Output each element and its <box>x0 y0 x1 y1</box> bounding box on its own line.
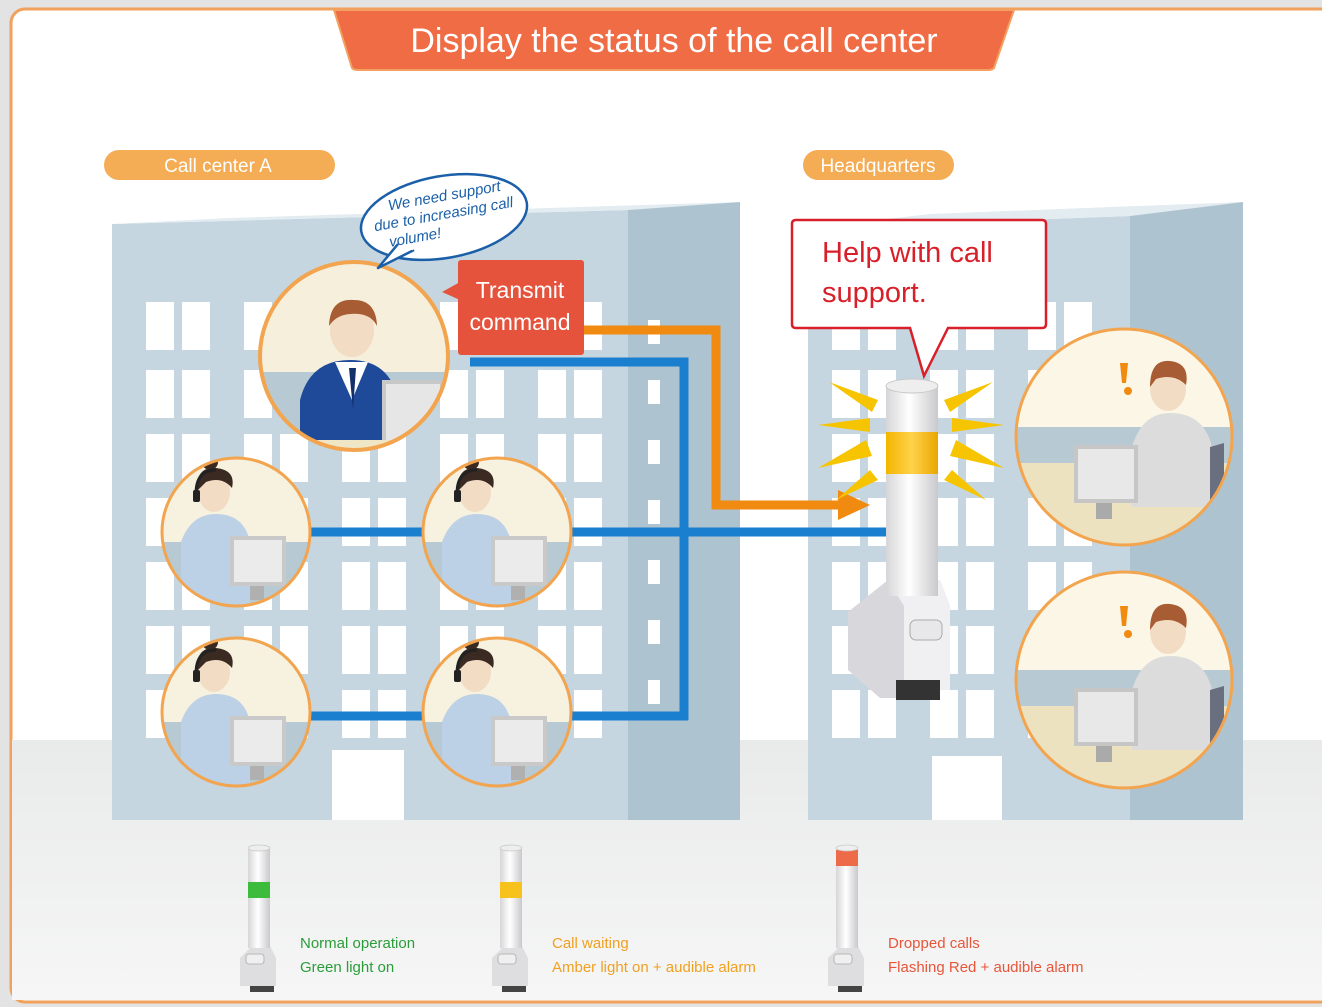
mini-signal-tower-icon <box>828 844 864 992</box>
legend-status-description: Amber light on + audible alarm <box>552 959 756 976</box>
legend-status-description: Green light on <box>300 959 394 976</box>
hq-message-line-2: support. <box>822 277 927 309</box>
mini-signal-tower-icon <box>492 844 528 992</box>
hq-message-box: Help with call support. <box>790 218 1048 380</box>
operator-portrait <box>421 636 573 788</box>
command-line-2: command <box>470 309 571 335</box>
label-headquarters-text: Headquarters <box>820 156 935 177</box>
exclamation-icon <box>1120 606 1128 626</box>
label-call-center: Call center A <box>104 150 335 180</box>
legend-status-label: Call waiting <box>552 935 629 952</box>
network-lines <box>306 357 888 721</box>
legend-status-label: Normal operation <box>300 935 415 952</box>
transmit-command-box: Transmit command <box>442 260 584 355</box>
exclamation-icon <box>1120 363 1128 383</box>
label-call-center-text: Call center A <box>164 156 272 177</box>
title-banner: Display the status of the call center <box>332 9 1016 71</box>
operator-portrait <box>160 636 312 788</box>
legend-status-description: Flashing Red + audible alarm <box>888 959 1084 976</box>
command-arrow <box>584 325 870 520</box>
page-title: Display the status of the call center <box>410 22 937 60</box>
alert-rays <box>818 382 1004 500</box>
speech-bubble: We need support due to increasing call v… <box>359 172 529 270</box>
signal-tower <box>818 378 1004 700</box>
mini-signal-tower-icon <box>240 844 276 992</box>
legend-status-label: Dropped calls <box>888 935 980 952</box>
command-line-1: Transmit <box>476 277 565 303</box>
operator-portrait <box>421 456 573 608</box>
hq-message-line-1: Help with call <box>822 237 993 269</box>
label-headquarters: Headquarters <box>803 150 954 180</box>
